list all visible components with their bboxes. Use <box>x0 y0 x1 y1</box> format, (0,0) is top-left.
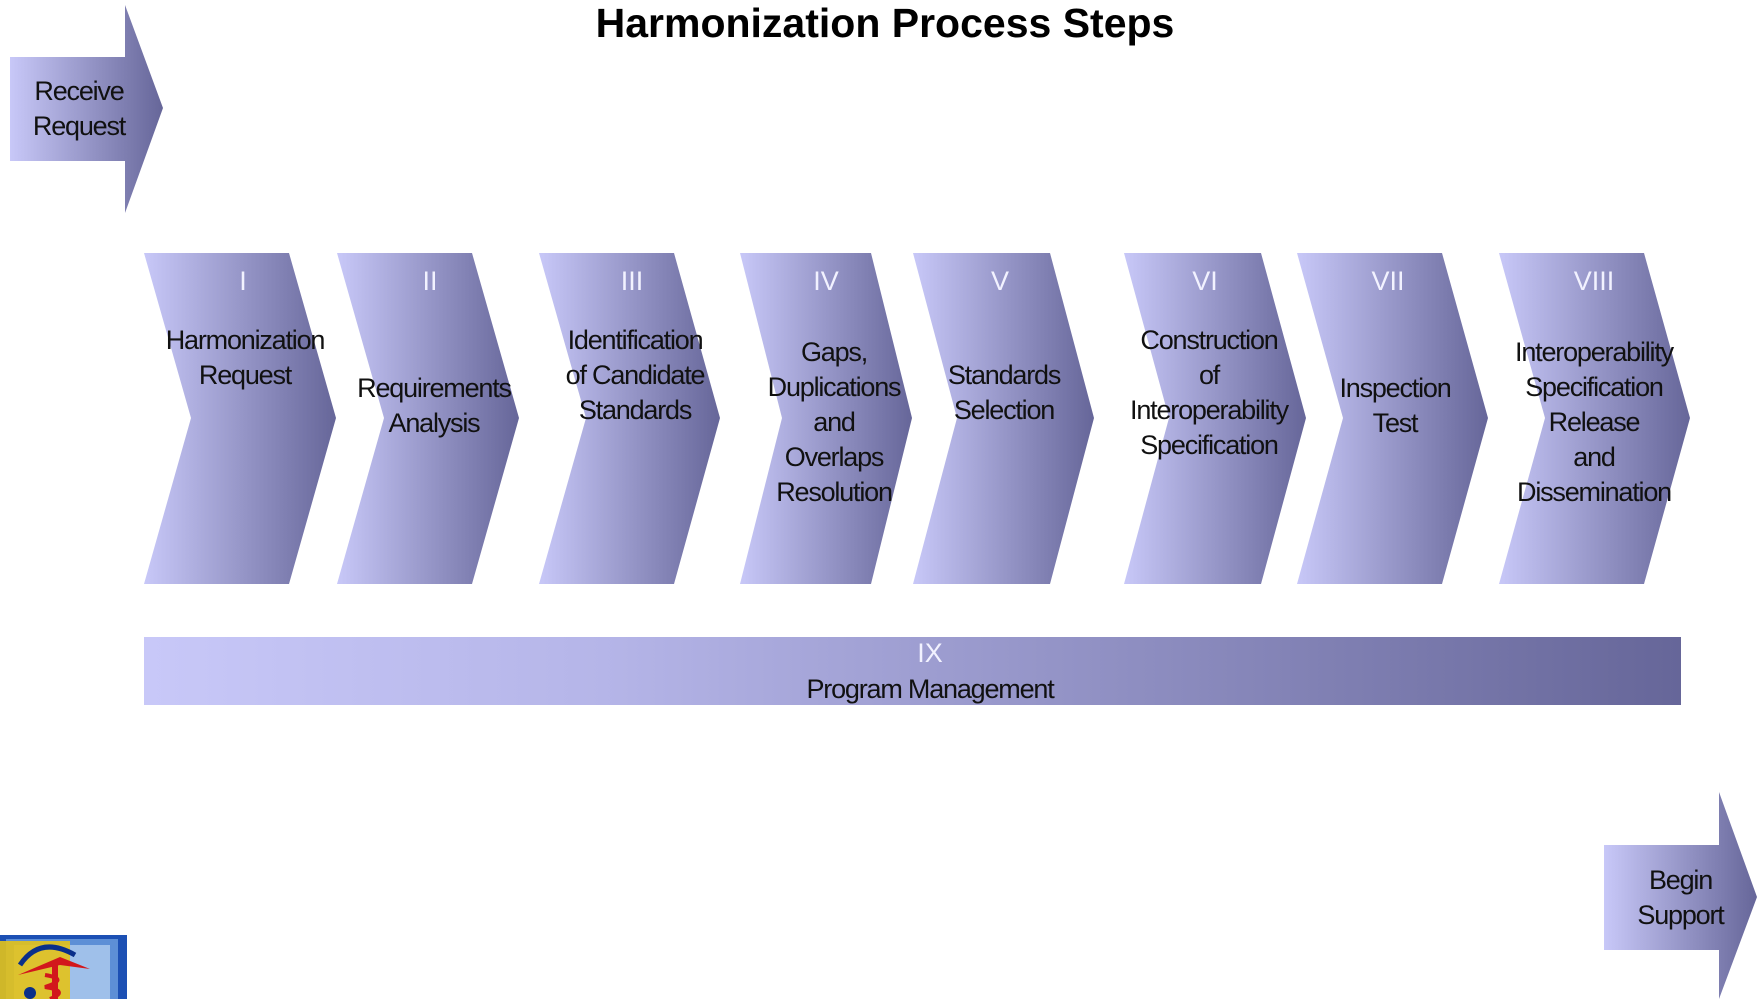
medical-caduceus-icon <box>0 935 127 999</box>
program-bar-numeral: IX <box>917 638 943 668</box>
step-2-numeral: II <box>422 266 438 296</box>
program-bar-label: Program Management <box>806 673 1054 704</box>
step-3-chevron <box>539 253 720 584</box>
step-4-label: Gaps, Duplications and Overlaps Resoluti… <box>767 336 902 507</box>
step-2-chevron <box>337 253 519 584</box>
step-1-label: Harmonization Request <box>165 325 326 390</box>
page-title: Harmonization Process Steps <box>595 0 1175 46</box>
step-5-chevron <box>913 253 1094 584</box>
program-management-bar <box>144 637 1681 705</box>
step-8-label: Interoperability Specification Release a… <box>1515 336 1674 507</box>
step-6-label: Construction of Interoperability Specifi… <box>1130 325 1289 460</box>
step-7-chevron <box>1297 253 1488 584</box>
step-3-label: Identification of Candidate Standards <box>565 324 706 425</box>
receive-request-label: Receive Request <box>32 76 126 141</box>
step-7-label: Inspection Test <box>1339 373 1451 438</box>
step-6-chevron <box>1124 253 1306 584</box>
step-7-numeral: VII <box>1371 266 1405 296</box>
step-5-label: Standards Selection <box>947 360 1061 425</box>
step-6-numeral: VI <box>1192 266 1218 296</box>
step-1-chevron <box>144 253 336 584</box>
step-5-numeral: V <box>990 266 1009 296</box>
step-3-numeral: III <box>620 266 644 296</box>
step-4-chevron <box>740 253 912 584</box>
begin-support-label: Begin Support <box>1637 864 1724 930</box>
step-4-numeral: IV <box>813 266 839 296</box>
step-1-numeral: I <box>239 266 247 296</box>
step-2-label: Requirements Analysis <box>357 373 512 438</box>
begin-support-arrow <box>1604 792 1757 999</box>
step-8-chevron <box>1499 253 1690 584</box>
step-8-numeral: VIII <box>1573 266 1615 296</box>
receive-request-arrow <box>10 5 163 213</box>
